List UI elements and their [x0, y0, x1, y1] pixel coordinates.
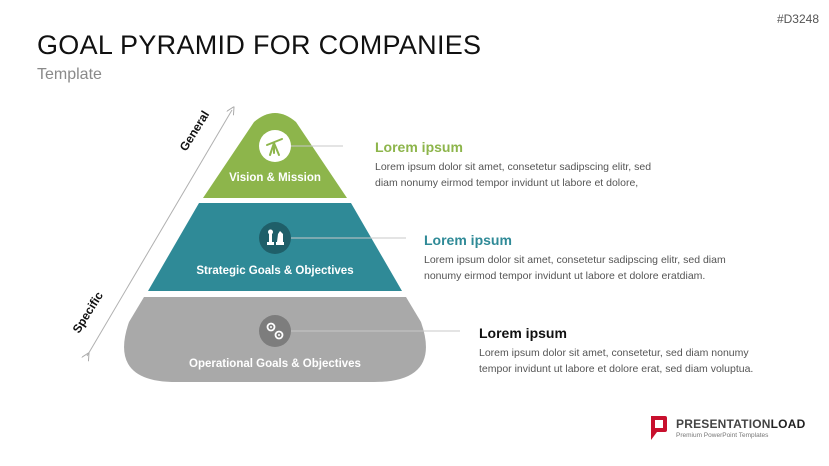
- description-operational: Lorem ipsum Lorem ipsum dolor sit amet, …: [479, 325, 779, 377]
- page-subtitle: Template: [37, 66, 102, 83]
- description-text: Lorem ipsum dolor sit amet, consetetur s…: [375, 161, 652, 189]
- level-label-strategic: Strategic Goals & Objectives: [196, 265, 353, 277]
- description-strategic: Lorem ipsum Lorem ipsum dolor sit amet, …: [424, 232, 749, 284]
- description-heading: Lorem ipsum: [375, 139, 463, 155]
- axis-label-specific: Specific: [70, 289, 106, 336]
- presentationload-logo-icon: [651, 416, 667, 440]
- brand-tagline: Premium PowerPoint Templates: [676, 432, 769, 439]
- telescope-icon: [259, 130, 291, 162]
- description-vision: Lorem ipsum Lorem ipsum dolor sit amet, …: [375, 139, 675, 191]
- general-specific-arrow: [87, 110, 232, 356]
- level-label-operational: Operational Goals & Objectives: [189, 358, 361, 370]
- slide-code: #D3248: [776, 12, 819, 26]
- presentationload-logo: PRESENTATIONLOAD Premium PowerPoint Temp…: [650, 415, 810, 445]
- description-heading: Lorem ipsum: [424, 232, 512, 248]
- description-text: Lorem ipsum dolor sit amet, consetetur, …: [479, 347, 754, 375]
- gears-icon: [259, 315, 291, 347]
- axis-label-general: General: [177, 108, 213, 153]
- description-heading: Lorem ipsum: [479, 325, 567, 341]
- page-title: GOAL PYRAMID FOR COMPANIES: [37, 30, 482, 60]
- chess-icon: [259, 222, 291, 254]
- brand-name: PRESENTATIONLOAD: [676, 417, 806, 431]
- description-text: Lorem ipsum dolor sit amet, consetetur s…: [424, 254, 726, 282]
- level-label-vision: Vision & Mission: [229, 172, 321, 184]
